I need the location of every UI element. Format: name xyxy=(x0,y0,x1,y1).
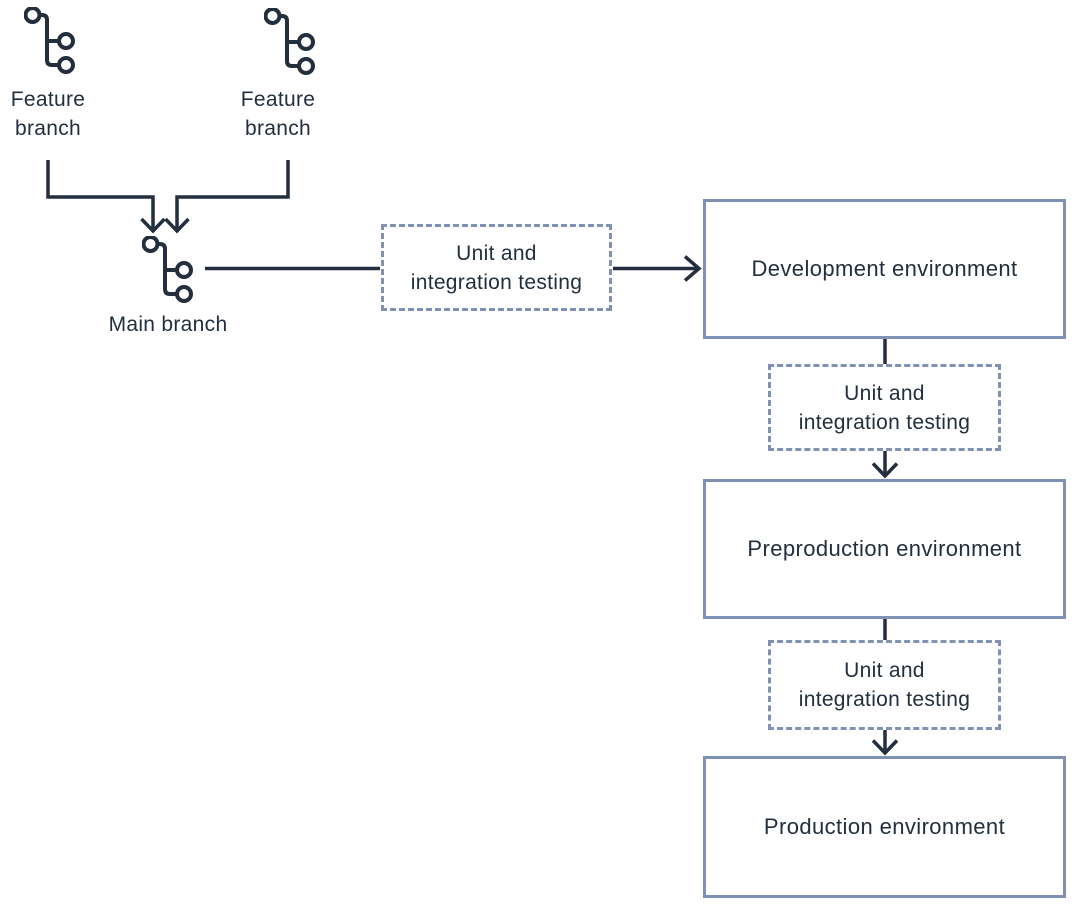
git-branch-icon xyxy=(23,6,78,75)
testing-step-box-3: Unit and integration testing xyxy=(768,640,1001,730)
preproduction-environment-box: Preproduction environment xyxy=(703,479,1066,619)
feature-branch-label-left: Feature branch xyxy=(10,88,86,140)
testing-step-box-1: Unit and integration testing xyxy=(381,224,612,311)
git-branch-icon xyxy=(263,7,318,76)
testing-step-label: Unit and integration testing xyxy=(410,241,583,294)
development-environment-box: Development environment xyxy=(703,199,1066,339)
production-environment-box: Production environment xyxy=(703,756,1066,898)
arrowhead-into-production xyxy=(871,739,899,756)
merge-arrowhead-right xyxy=(164,217,190,234)
merge-arrowhead-left xyxy=(140,217,166,234)
testing-step-label: Unit and integration testing xyxy=(798,381,971,434)
arrowhead-into-development xyxy=(683,255,702,282)
testing-step-box-2: Unit and integration testing xyxy=(768,364,1001,451)
feature-branch-label-right: Feature branch xyxy=(240,88,316,140)
merge-line-right xyxy=(175,160,290,229)
environment-label: Preproduction environment xyxy=(747,536,1022,561)
environment-label: Production environment xyxy=(763,814,1006,839)
environment-label: Development environment xyxy=(751,256,1018,281)
merge-line-left xyxy=(46,160,155,229)
arrowhead-into-preproduction xyxy=(871,462,899,479)
main-branch-label: Main branch xyxy=(108,313,228,336)
testing-step-label: Unit and integration testing xyxy=(798,659,971,711)
git-branch-icon xyxy=(141,235,196,304)
